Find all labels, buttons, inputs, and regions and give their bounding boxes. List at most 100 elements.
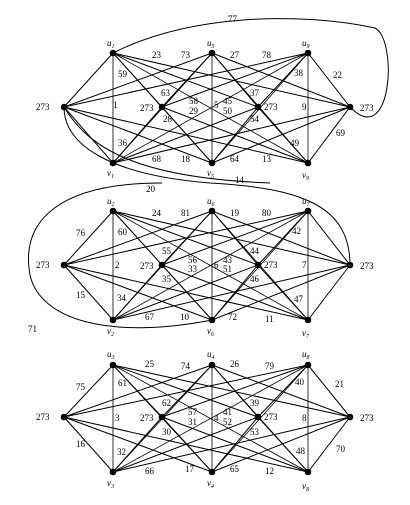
graph-edge (112, 264, 259, 321)
edge-label: 30 (162, 427, 172, 437)
edge-label: 60 (118, 227, 128, 237)
graph-edge (257, 106, 309, 164)
edge-label: 15 (76, 290, 86, 300)
vertex-label: v6 (207, 326, 214, 338)
edge-label: 79 (265, 361, 275, 371)
graph-hub (158, 103, 166, 111)
graph-edge (257, 210, 309, 266)
graph-vertex (109, 361, 117, 369)
hub-label: 273 (264, 102, 278, 112)
edge-label: 32 (117, 447, 126, 457)
hub-label: 273 (36, 412, 50, 422)
edge-label: 63 (161, 88, 171, 98)
graph-edge (112, 364, 259, 418)
edge-label: 10 (180, 312, 190, 322)
graph-edge (257, 52, 309, 108)
connector-curve (63, 106, 271, 184)
graph-hub (254, 413, 262, 421)
edge-label: 81 (181, 208, 190, 218)
edge-label: 21 (335, 379, 344, 389)
graph-edge (161, 52, 213, 108)
graph-edge (257, 416, 309, 473)
hub-label: 273 (264, 260, 278, 270)
graph-vertex (304, 49, 312, 57)
vertex-label: u5 (207, 38, 215, 50)
edge-label: 56 (188, 255, 198, 265)
graph-vertex (304, 207, 312, 215)
edge-label: 51 (223, 264, 232, 274)
edge-label: 54 (250, 114, 260, 124)
graph-edge (63, 416, 114, 473)
graph-edge (63, 210, 114, 266)
graph-edge (307, 106, 351, 164)
vertex-label: v4 (207, 478, 214, 490)
edge-label: 66 (145, 466, 155, 476)
edge-label: 70 (336, 444, 346, 454)
edge-label: 22 (333, 70, 342, 80)
graph-edge (112, 416, 163, 473)
edge-label: 49 (290, 138, 300, 148)
graph-edge (112, 364, 351, 418)
graph-vertex (109, 207, 117, 215)
edge-label: 27 (230, 50, 240, 60)
graph-edge (211, 210, 351, 266)
graph-edge (63, 52, 114, 108)
vertex-label: v5 (207, 168, 214, 180)
graph-vertex (208, 49, 216, 57)
edge-label: 48 (296, 446, 306, 456)
edge-label: 7 (302, 260, 307, 270)
graph-edge (257, 264, 309, 321)
edge-label: 18 (181, 154, 191, 164)
graph-edges (63, 52, 351, 473)
connector-curve (112, 18, 389, 118)
edge-label: 35 (162, 274, 172, 284)
graph-edge (112, 364, 309, 473)
graph-hub (346, 413, 354, 421)
edge-label: 46 (250, 274, 260, 284)
graph-hub (346, 103, 354, 111)
edge-label: 40 (295, 377, 305, 387)
graph-edge (112, 416, 351, 473)
graph-edge (211, 106, 351, 164)
graph-edge (112, 364, 163, 418)
graph-vertex (208, 207, 216, 215)
connector-curve (28, 182, 213, 329)
edge-label: 53 (250, 427, 260, 437)
edge-label: 37 (250, 88, 260, 98)
graph-edge (211, 106, 259, 164)
edge-label: 72 (228, 312, 237, 322)
connector-label: 14 (235, 175, 245, 185)
edge-label: 16 (76, 439, 86, 449)
graph-edge (307, 210, 351, 266)
vertex-label: v8 (302, 481, 309, 493)
vertex-label: u9 (302, 38, 310, 50)
edge-label: 4 (214, 413, 219, 423)
graph-vertex (304, 361, 312, 369)
graph-edge (257, 364, 309, 418)
graph-vertex (208, 159, 216, 167)
edge-label: 19 (230, 208, 240, 218)
vertex-label: v1 (107, 168, 114, 180)
edge-label: 67 (145, 312, 155, 322)
graph-hub (60, 103, 68, 111)
graph-edge (211, 52, 351, 108)
edge-label: 47 (294, 294, 304, 304)
graph-edge (112, 52, 163, 108)
edge-label: 61 (118, 378, 127, 388)
edge-label: 65 (230, 464, 240, 474)
edge-label: 25 (145, 359, 155, 369)
connector-label: 20 (146, 184, 156, 194)
edge-label: 62 (162, 398, 171, 408)
hub-label: 273 (360, 261, 374, 271)
graph-edge (112, 264, 351, 321)
graph-edge (307, 52, 351, 108)
connector-label: 77 (228, 14, 238, 24)
connector-curve (63, 106, 351, 266)
vertex-label: u4 (207, 349, 215, 361)
graph-edge (112, 106, 163, 164)
edge-label: 17 (185, 464, 195, 474)
hub-label: 273 (140, 261, 154, 271)
graph-edge (63, 106, 114, 164)
